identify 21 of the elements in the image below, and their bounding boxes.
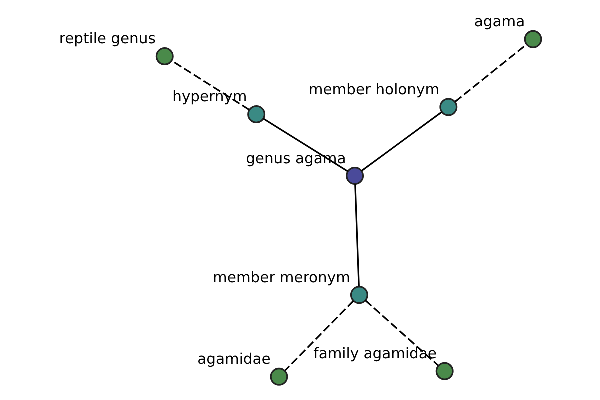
connector	[361, 112, 442, 172]
connector	[365, 300, 439, 366]
connector	[284, 300, 354, 372]
connector	[454, 44, 527, 103]
node-label: reptile genus	[59, 30, 156, 48]
node-label: member holonym	[308, 82, 440, 98]
connector	[354, 184, 360, 287]
node-label: agamidae	[198, 351, 271, 368]
node-circle	[524, 30, 542, 48]
node-circle	[270, 368, 288, 386]
node-circle	[436, 362, 454, 380]
node-label: member meronym	[213, 269, 350, 286]
node-circle	[350, 286, 368, 304]
node-circle	[248, 105, 266, 124]
connector	[172, 60, 250, 111]
node-circle	[346, 167, 364, 185]
node-label: agama	[474, 14, 526, 31]
node-circle	[156, 47, 174, 66]
node-circle	[440, 98, 458, 116]
node-label: family agamidae	[314, 346, 437, 363]
node-label: hypernym	[172, 88, 248, 106]
